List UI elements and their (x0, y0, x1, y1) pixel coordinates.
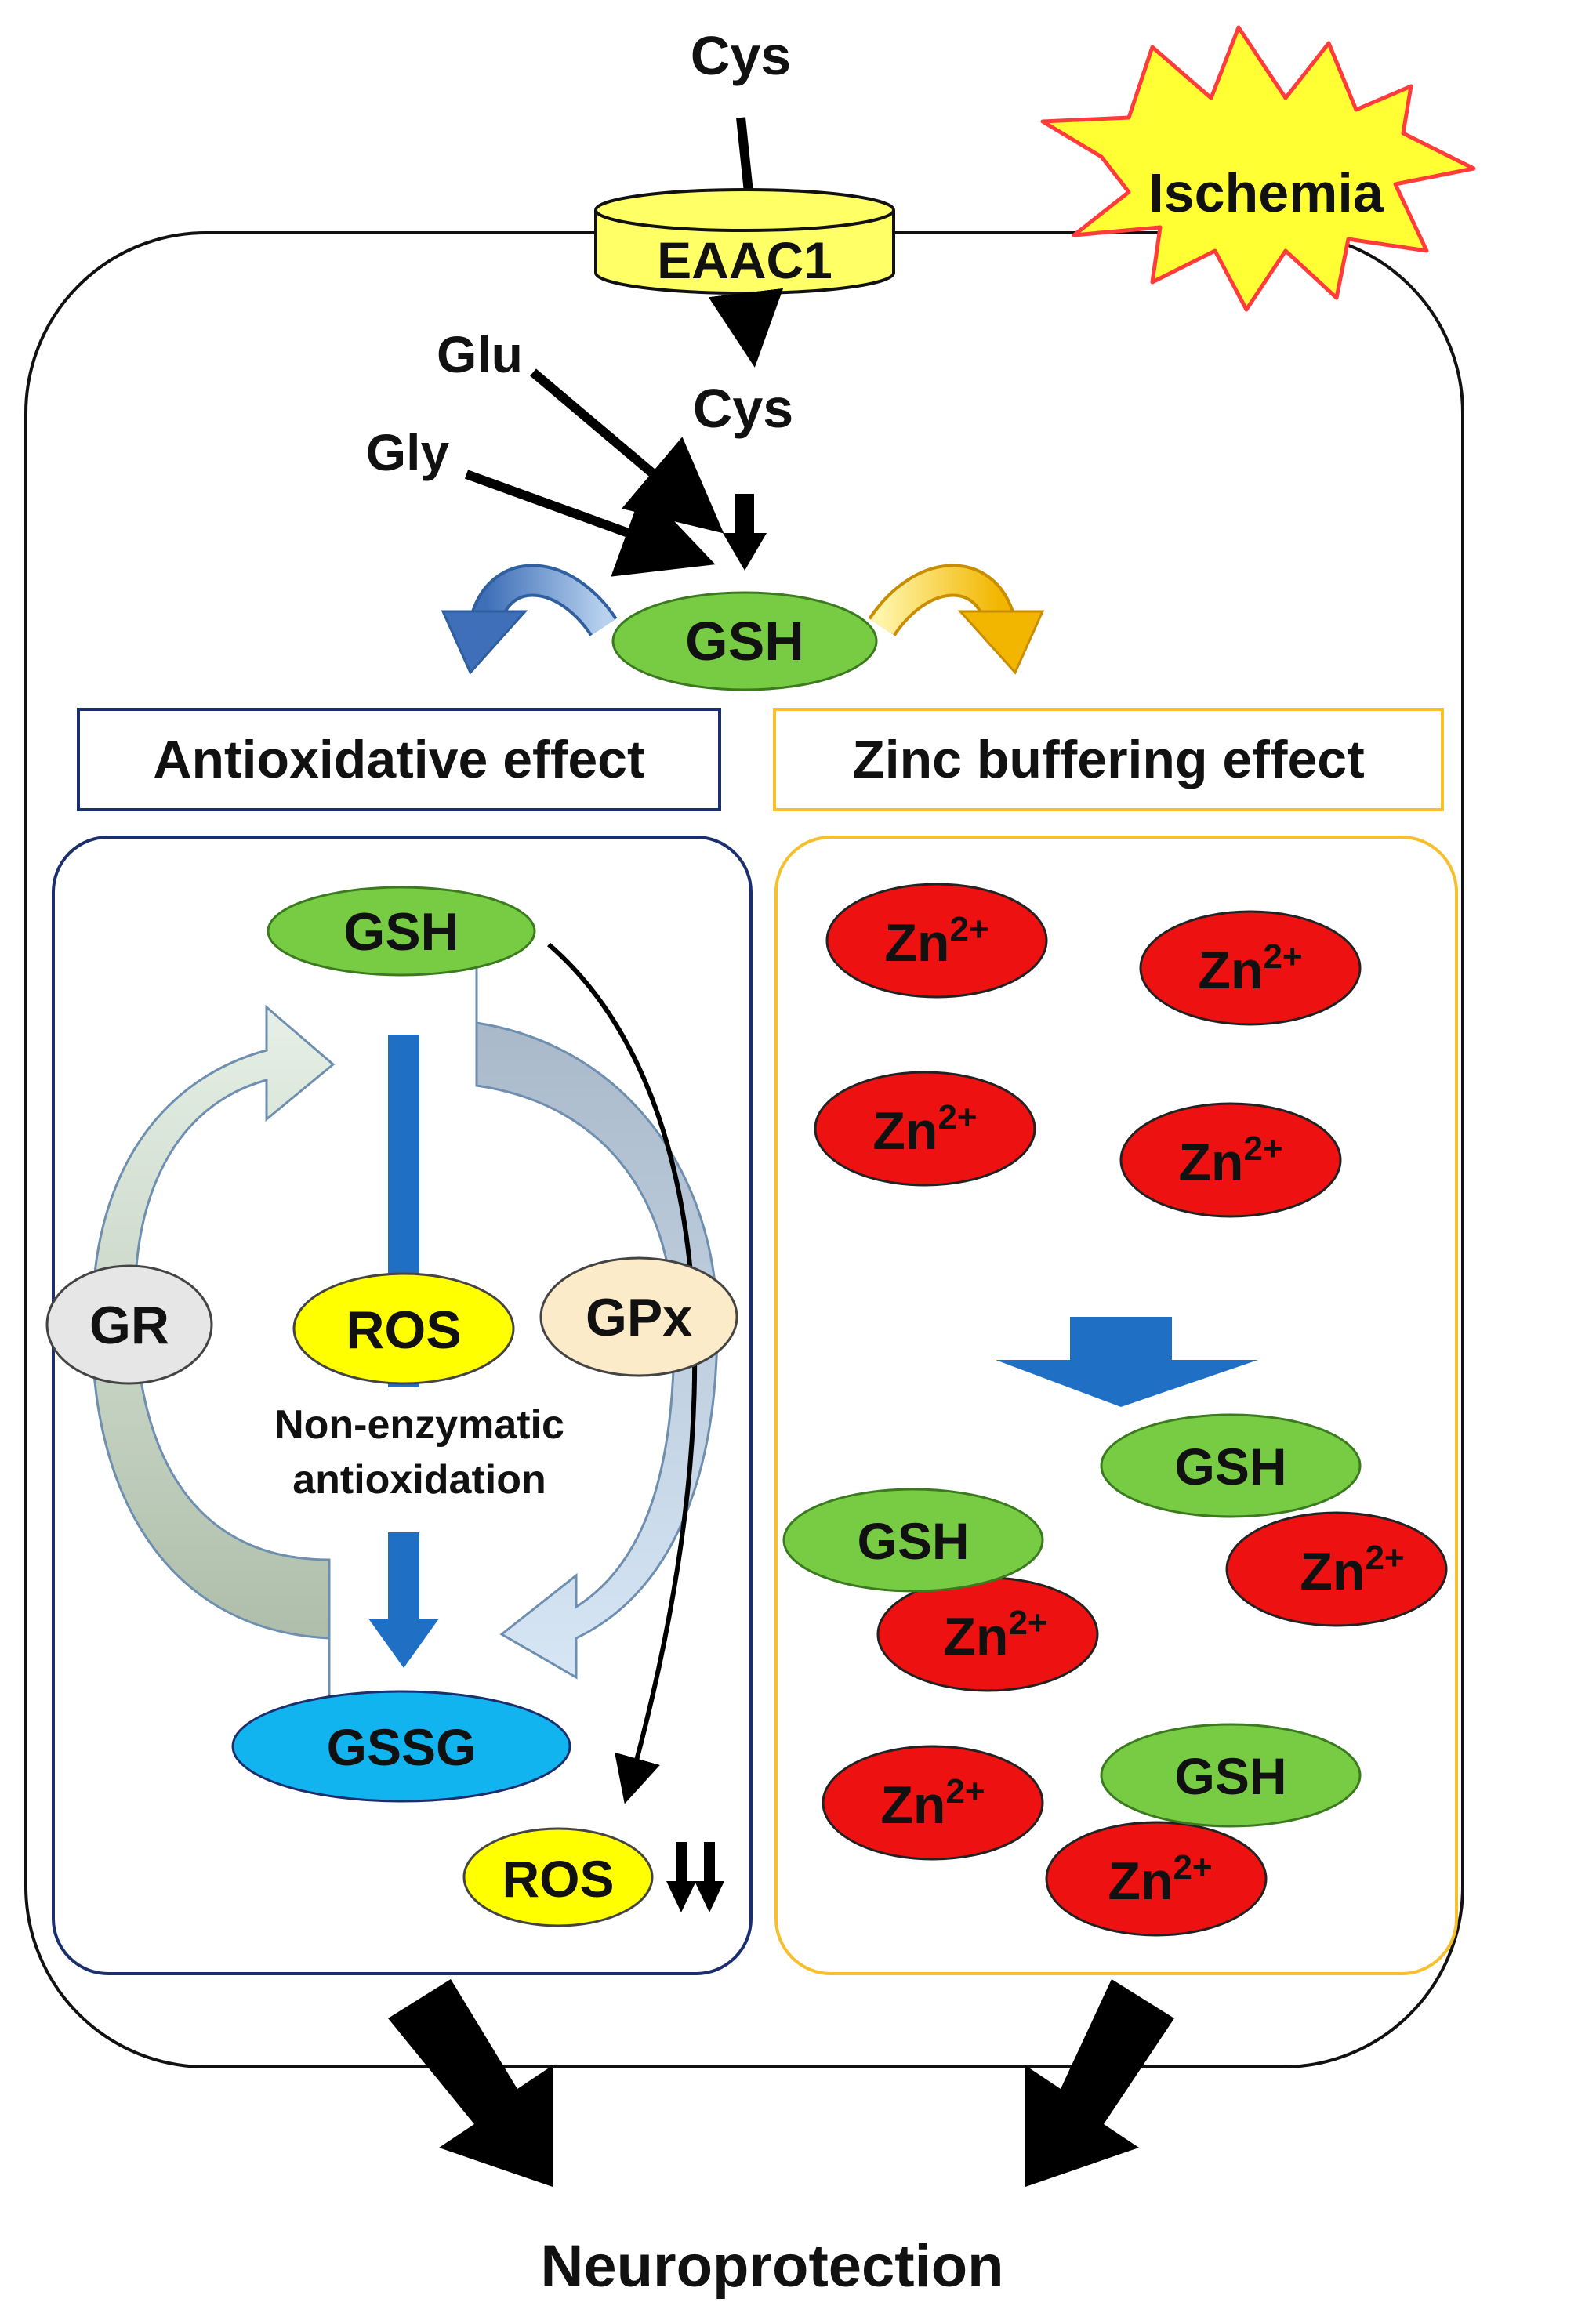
outcome-arrow-left (388, 1979, 553, 2187)
zn-free-4: Zn2+ (1119, 1102, 1342, 1218)
svg-text:Zn2+: Zn2+ (872, 1098, 977, 1161)
svg-text:Zn2+: Zn2+ (1300, 1539, 1404, 1601)
antioxidative-title-box (77, 708, 721, 811)
nonenzymatic-arrow-lower (388, 1532, 419, 1622)
gsh-cycle-label: GSH (343, 902, 459, 962)
gpx-oxidation-arrow (475, 968, 719, 1680)
neuroprotection-label: Neuroprotection (540, 2233, 1003, 2300)
zn-free-5: Zn2+ (822, 1745, 1044, 1861)
curve-arrow-to-antioxidative (441, 564, 618, 675)
ros-reduced-label: ROS (502, 1850, 614, 1908)
cys-synthesis-arrow (723, 494, 767, 571)
eaac1-label: EAAC1 (657, 231, 832, 289)
zn-free-2: Zn2+ (1139, 910, 1362, 1026)
gr-label: GR (89, 1296, 169, 1355)
gsh-zn-complex-1: GSH Zn2+ (1100, 1413, 1448, 1627)
svg-text:Zn2+: Zn2+ (880, 1772, 985, 1835)
cys-inside-label: Cys (693, 378, 793, 439)
gpx-enzyme: GPx (539, 1256, 738, 1377)
nonenzymatic-label-line1: Non-enzymatic (274, 1402, 564, 1448)
zn-free-3: Zn2+ (814, 1071, 1036, 1187)
cys-outside-label: Cys (691, 25, 791, 86)
gsh-main: GSH (611, 591, 878, 691)
zn-free-1: Zn2+ (825, 883, 1048, 999)
gsh-zn-complex-2: GSH Zn2+ (782, 1488, 1099, 1692)
glu-label: Glu (437, 325, 523, 383)
cys-import-line (736, 117, 753, 193)
ros-decrease-arrows (666, 1842, 724, 1912)
zinc-title: Zinc buffering effect (852, 730, 1365, 789)
antioxidative-panel (52, 836, 753, 1975)
curve-arrow-to-zinc (868, 564, 1045, 675)
svg-text:GSH: GSH (857, 1512, 969, 1570)
svg-text:Zn2+: Zn2+ (884, 910, 988, 973)
svg-text:Zn2+: Zn2+ (943, 1604, 1047, 1666)
ischemia-label: Ischemia (1148, 162, 1384, 223)
zinc-panel (774, 836, 1458, 1975)
nonenzymatic-label-line2: antioxidation (292, 1457, 546, 1503)
zinc-chelation-arrow (996, 1360, 1258, 1407)
gr-enzyme: GR (45, 1264, 213, 1385)
outcome-arrow-right (1025, 1979, 1174, 2187)
ros-reduction-arrow (547, 942, 698, 1804)
gpx-label: GPx (586, 1288, 692, 1347)
nonenzymatic-arrow-head (368, 1619, 439, 1668)
gssg-node: GSSG (231, 1690, 571, 1803)
gssg-label: GSSG (327, 1718, 477, 1776)
gsh-main-label: GSH (685, 611, 804, 672)
gr-recycle-arrow (91, 1004, 336, 1701)
zinc-title-box (773, 708, 1444, 811)
antioxidative-title: Antioxidative effect (153, 730, 644, 789)
zinc-chelation-arrow-shaft (1070, 1317, 1172, 1362)
ros-reduced-node: ROS (462, 1827, 654, 1927)
svg-text:Zn2+: Zn2+ (1108, 1848, 1212, 1911)
ros-node: ROS (292, 1272, 515, 1385)
ros-label: ROS (346, 1300, 461, 1360)
gly-label: Gly (366, 423, 450, 481)
svg-text:Zn2+: Zn2+ (1198, 937, 1302, 1000)
gly-arrow (464, 470, 716, 577)
svg-text:Zn2+: Zn2+ (1178, 1129, 1282, 1192)
eaac1-transporter: EAAC1 (594, 188, 895, 295)
svg-text:GSH: GSH (1174, 1747, 1286, 1805)
gsh-zn-complex-3: GSH Zn2+ (1045, 1723, 1362, 1937)
svg-text:GSH: GSH (1174, 1438, 1286, 1496)
gsh-cycle: GSH (267, 886, 536, 977)
cys-transport-arrow (708, 288, 784, 368)
ischemia-starburst (1040, 25, 1476, 312)
glu-arrow (530, 368, 724, 534)
